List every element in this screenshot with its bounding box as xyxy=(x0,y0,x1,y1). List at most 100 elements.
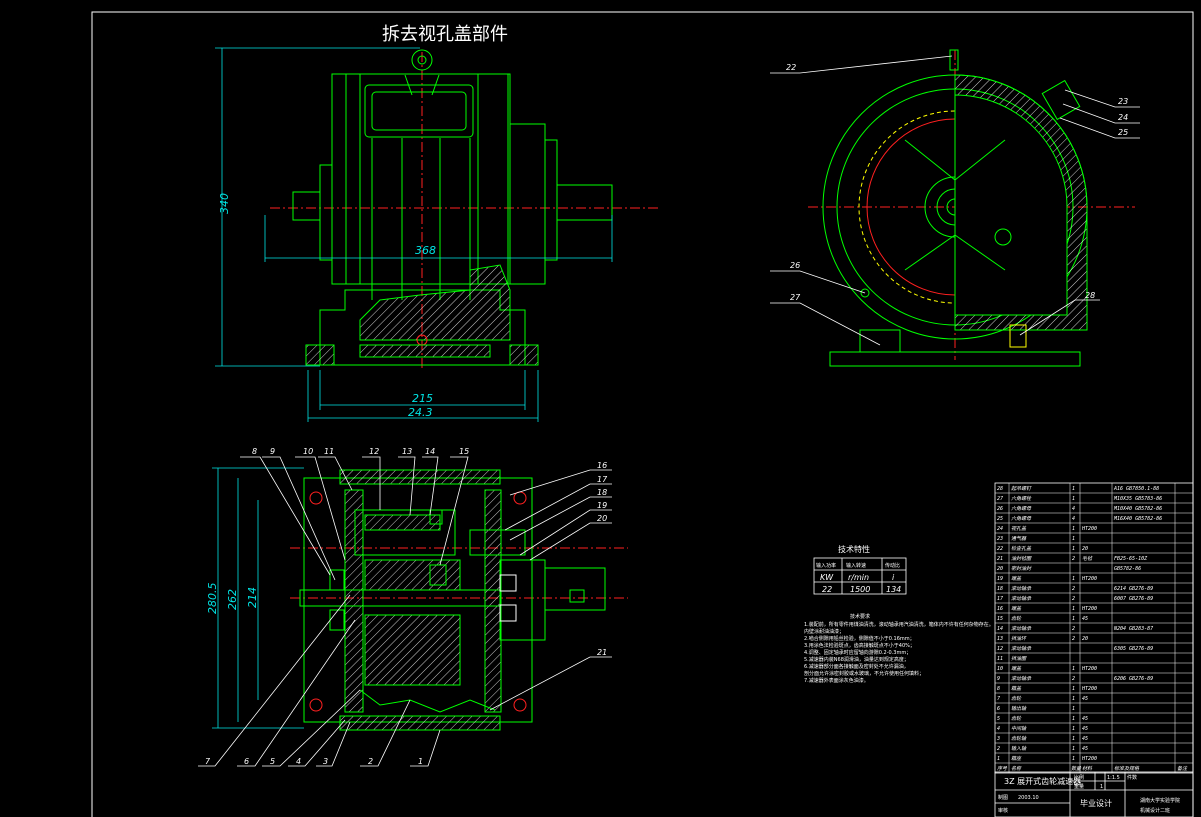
spec-header-power: 输入功率 xyxy=(816,562,836,569)
parts-list-name: 挡油圈 xyxy=(1011,655,1027,662)
spec-unit-ratio: i xyxy=(892,573,895,582)
section-view-dimensions xyxy=(212,467,304,729)
parts-list-material: 45 xyxy=(1082,746,1088,752)
parts-list-name: 箱盖 xyxy=(1011,685,1022,692)
spec-value-ratio: 134 xyxy=(886,585,901,594)
parts-list-material: 45 xyxy=(1082,736,1088,742)
spec-unit-power: KW xyxy=(820,573,834,582)
section-view xyxy=(290,469,628,731)
tech-req-line: 4.调整、固定轴承时应留轴向游隙0.2-0.3mm； xyxy=(804,649,911,656)
parts-list-name: 密封油封 xyxy=(1011,565,1032,572)
parts-list-no: 2 xyxy=(997,746,1000,752)
parts-list-qty: 1 xyxy=(1072,706,1075,712)
parts-list-name: 输入轴 xyxy=(1011,745,1027,752)
parts-list-qty: 1 xyxy=(1072,526,1075,532)
parts-list-name: 检查孔盖 xyxy=(1011,545,1032,552)
parts-list-material: 20 xyxy=(1082,636,1088,642)
spec-unit-speed: r/min xyxy=(848,573,869,582)
parts-list-name: 六角螺母 xyxy=(1011,505,1032,512)
parts-list-std: A16 GB7850.1-88 xyxy=(1113,486,1159,492)
callout-26: 26 xyxy=(790,261,800,270)
parts-list-material: HT200 xyxy=(1081,686,1097,692)
title-block-name: 3Z 展开式齿轮减速器 xyxy=(1004,776,1081,786)
callout-18: 18 xyxy=(597,488,607,497)
parts-list-no: 10 xyxy=(997,666,1003,672)
parts-list-qty: 1 xyxy=(1072,666,1075,672)
parts-list-no: 19 xyxy=(997,576,1003,582)
parts-list-no: 11 xyxy=(997,656,1003,662)
callout-21: 21 xyxy=(597,648,607,657)
parts-list-no: 23 xyxy=(997,536,1003,542)
parts-list-no: 17 xyxy=(997,596,1003,602)
parts-list-no: 1 xyxy=(997,756,1000,762)
parts-list-no: 5 xyxy=(997,716,1000,722)
callout-10: 10 xyxy=(303,447,313,456)
parts-list-qty: 1 xyxy=(1072,726,1075,732)
parts-list-material: HT200 xyxy=(1081,756,1097,762)
parts-list-qty: 2 xyxy=(1072,676,1075,682)
parts-list-no: 12 xyxy=(997,646,1003,652)
callout-19: 19 xyxy=(597,501,607,510)
title-block: 3Z 展开式齿轮减速器 比例 1:1.5 重量 件数 1 制图 2003.10 … xyxy=(994,771,1194,817)
parts-header-std: 标准及规格 xyxy=(1114,765,1140,772)
parts-list-no: 8 xyxy=(997,686,1000,692)
parts-list-name: 中间轴 xyxy=(1011,725,1027,732)
callout-20: 20 xyxy=(597,514,607,523)
parts-list-no: 20 xyxy=(997,566,1003,572)
front-view: 拆去视孔盖部件 xyxy=(270,24,660,370)
parts-list-name: 端盖 xyxy=(1011,575,1022,582)
dim-height: 340 xyxy=(218,193,231,214)
title-block-drawn-label: 制图 xyxy=(998,794,1008,801)
parts-list-no: 3 xyxy=(996,736,1000,742)
parts-list-name: 六角螺母 xyxy=(1011,515,1032,522)
parts-list-name: 端盖 xyxy=(1011,605,1022,612)
tech-req-title: 技术要求 xyxy=(850,613,870,620)
callout-24: 24 xyxy=(1118,113,1128,122)
parts-list-qty: 1 xyxy=(1072,746,1075,752)
callout-11: 11 xyxy=(324,447,334,456)
parts-list-name: 输出轴 xyxy=(1011,705,1027,712)
parts-list-name: 滚动轴承 xyxy=(1011,585,1032,592)
dim-base-outer: 24.3 xyxy=(408,406,433,419)
parts-list-std: M10X40 GB5782-86 xyxy=(1113,506,1162,512)
callout-28: 28 xyxy=(1085,291,1095,300)
dim-section-inner: 214 xyxy=(246,587,259,608)
tech-req-line: 3.用涂色法检验斑点，齿高接触斑点不小于40%； xyxy=(804,642,915,649)
parts-list-qty: 1 xyxy=(1072,686,1075,692)
callout-6: 6 xyxy=(244,757,249,766)
callout-17: 17 xyxy=(597,475,608,484)
side-view xyxy=(808,49,1135,367)
parts-list-qty: 1 xyxy=(1072,536,1075,542)
callout-9: 9 xyxy=(270,447,275,456)
parts-header-no: 序号 xyxy=(997,765,1008,772)
parts-list-qty: 2 xyxy=(1072,556,1075,562)
tech-requirements: 技术要求 1.装配前，所有零件用煤油清洗，滚动轴承用汽油清洗，箱体内不许有任何杂… xyxy=(804,613,994,684)
spec-value-speed: 1500 xyxy=(850,585,870,594)
parts-list-name: 通气器 xyxy=(1011,535,1027,542)
tech-spec-table: 技术特性 输入功率 输入转速 传动比 KW r/min i 22 1500 13… xyxy=(813,544,907,595)
callout-14: 14 xyxy=(425,447,435,456)
parts-list-no: 6 xyxy=(997,706,1000,712)
section-view-leaders xyxy=(198,456,612,767)
parts-list-material: HT200 xyxy=(1081,666,1097,672)
callout-7: 7 xyxy=(205,757,211,766)
parts-list-std: N204 GB283-87 xyxy=(1113,626,1153,632)
title-block-weight-label: 重量 xyxy=(1074,783,1084,790)
callout-8: 8 xyxy=(252,447,257,456)
callout-27: 27 xyxy=(790,293,801,302)
parts-list-name: 滚动轴承 xyxy=(1011,625,1032,632)
title-block-school: 湖南大学实验学院 xyxy=(1140,797,1180,804)
parts-list-std: M10X35 GB5783-86 xyxy=(1113,496,1162,502)
parts-list-no: 24 xyxy=(997,526,1003,532)
parts-list-material: HT200 xyxy=(1081,576,1097,582)
title-block-class: 机械设计二班 xyxy=(1140,807,1170,814)
parts-list-name: 挡油环 xyxy=(1011,635,1027,642)
dim-base-inner: 215 xyxy=(412,392,433,405)
parts-list-qty: 1 xyxy=(1072,576,1075,582)
section-view-callouts: 8 9 10 11 12 13 14 15 16 17 18 19 20 21 … xyxy=(205,447,608,766)
parts-list-std: 6007 GB276-89 xyxy=(1114,596,1153,602)
callout-25: 25 xyxy=(1118,128,1128,137)
parts-list-std: M16X40 GB5782-86 xyxy=(1113,516,1162,522)
callout-5: 5 xyxy=(270,757,275,766)
